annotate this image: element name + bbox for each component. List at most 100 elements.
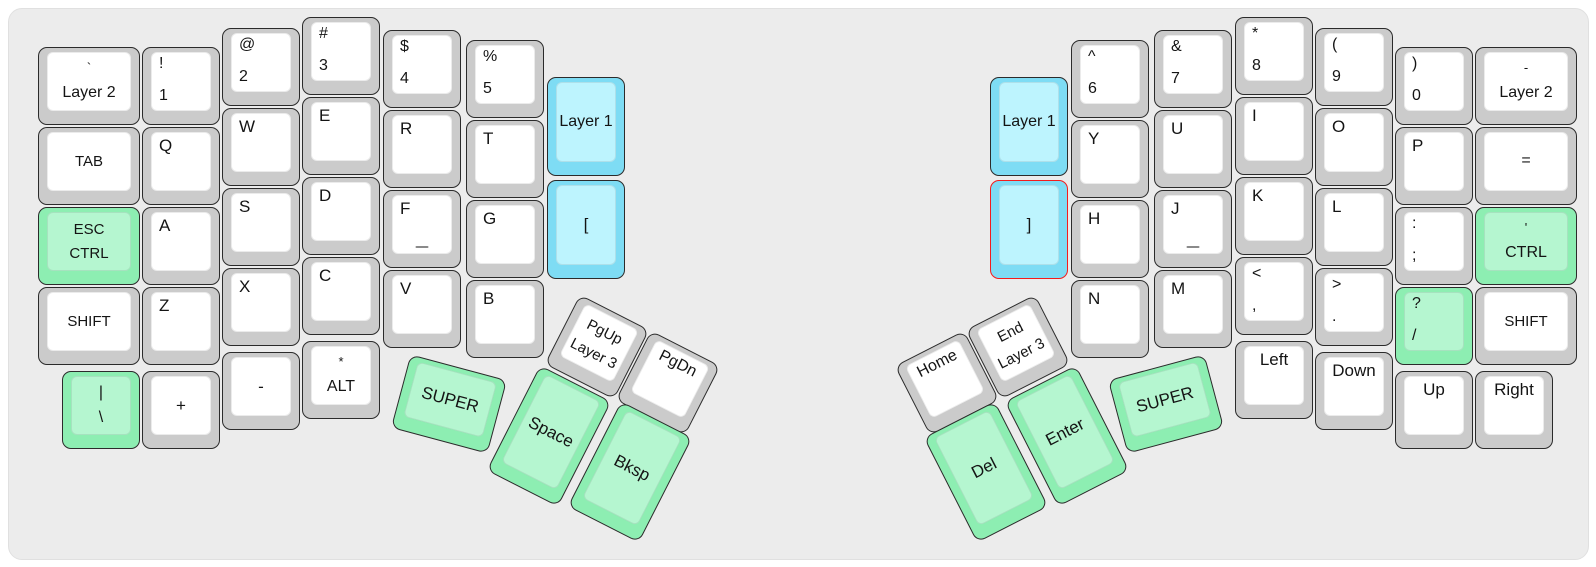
key-e[interactable]: E (302, 97, 380, 175)
key-quote-ctrl[interactable]: 'CTRL (1475, 207, 1577, 285)
key-t[interactable]: T (466, 120, 544, 198)
key-d[interactable]: D (302, 177, 380, 255)
key-hash-3[interactable]: #3 (302, 17, 380, 95)
key-g[interactable]: G (466, 200, 544, 278)
keycap-face: TAB (47, 132, 131, 191)
keycap-face: Left (1244, 346, 1304, 405)
key-m[interactable]: M (1154, 270, 1232, 348)
key-y[interactable]: Y (1071, 120, 1149, 198)
key-label: ` (86, 59, 92, 75)
key-label: # (319, 25, 328, 42)
key-label: Right (1494, 380, 1534, 399)
key-label: J (1171, 199, 1180, 218)
key-greater-period[interactable]: >. (1315, 268, 1393, 346)
key-asterisk-8[interactable]: *8 (1235, 17, 1313, 95)
key-percent-5[interactable]: %5 (466, 40, 544, 118)
key-s[interactable]: S (222, 188, 300, 266)
key-label: G (483, 209, 497, 228)
key-layer2-right[interactable]: -Layer 2 (1475, 47, 1577, 125)
key-z[interactable]: Z (142, 287, 220, 365)
key-question-slash[interactable]: ?/ (1395, 287, 1473, 365)
key-layer1-left[interactable]: Layer 1 (547, 77, 625, 176)
key-label: A (159, 216, 171, 235)
key-b[interactable]: B (466, 280, 544, 358)
key-q[interactable]: Q (142, 127, 220, 205)
keycap-face: SUPER (1117, 361, 1212, 438)
key-label: ) (1412, 55, 1418, 72)
key-label: / (1412, 326, 1417, 344)
key-label: ALT (326, 377, 356, 395)
key-plus[interactable]: + (142, 371, 220, 449)
keycap-face: J (1163, 195, 1223, 254)
key-shift-right[interactable]: SHIFT (1475, 287, 1577, 365)
key-h[interactable]: H (1071, 200, 1149, 278)
key-u[interactable]: U (1154, 110, 1232, 188)
key-label: Left (1259, 350, 1289, 369)
key-arrow-left[interactable]: Left (1235, 341, 1313, 419)
key-right-bracket[interactable]: ] (990, 180, 1068, 279)
keycap-face: PgDn (629, 339, 711, 419)
key-label: & (1171, 38, 1182, 55)
key-x[interactable]: X (222, 268, 300, 346)
key-label: @ (239, 36, 256, 53)
key-j[interactable]: J (1154, 190, 1232, 268)
keycap-face: SHIFT (47, 292, 131, 351)
key-c[interactable]: C (302, 257, 380, 335)
key-amp-7[interactable]: &7 (1154, 30, 1232, 108)
key-i[interactable]: I (1235, 97, 1313, 175)
key-minus[interactable]: - (222, 352, 300, 430)
keycap-face: Layer 1 (999, 82, 1059, 162)
key-tab[interactable]: TAB (38, 127, 140, 205)
keycap-face: Q (151, 132, 211, 191)
key-v[interactable]: V (383, 270, 461, 348)
key-f[interactable]: F (383, 190, 461, 268)
keycap-face: [ (556, 185, 616, 265)
key-label: 4 (400, 69, 409, 87)
key-caret-6[interactable]: ^6 (1071, 40, 1149, 118)
keycap-face: *ALT (311, 346, 371, 405)
key-left-bracket[interactable]: [ (547, 180, 625, 279)
keycap-face: T (475, 125, 535, 184)
key-paren-9[interactable]: (9 (1315, 28, 1393, 106)
key-paren-0[interactable]: )0 (1395, 47, 1473, 125)
key-l[interactable]: L (1315, 188, 1393, 266)
key-dollar-4[interactable]: $4 (383, 30, 461, 108)
keycap-face: &7 (1163, 35, 1223, 94)
keycap-face: >. (1324, 273, 1384, 332)
keycap-face: ] (999, 185, 1059, 265)
key-label: Layer 2 (1499, 83, 1553, 101)
key-shift-left[interactable]: SHIFT (38, 287, 140, 365)
key-asterisk-alt[interactable]: *ALT (302, 341, 380, 419)
key-label: 5 (483, 79, 492, 97)
keycap-face: ^6 (1080, 45, 1140, 104)
key-a[interactable]: A (142, 207, 220, 285)
key-label: T (483, 129, 494, 148)
key-equals[interactable]: = (1475, 127, 1577, 205)
key-at-2[interactable]: @2 (222, 28, 300, 106)
key-o[interactable]: O (1315, 108, 1393, 186)
key-arrow-right[interactable]: Right (1475, 371, 1553, 449)
key-super-right[interactable]: SUPER (1107, 354, 1225, 454)
key-exclam-1[interactable]: !1 (142, 47, 220, 125)
key-less-comma[interactable]: <, (1235, 257, 1313, 335)
key-label: , (1252, 296, 1257, 314)
key-label: CTRL (1505, 243, 1547, 261)
key-w[interactable]: W (222, 108, 300, 186)
key-colon-semicolon[interactable]: :; (1395, 207, 1473, 285)
key-n[interactable]: N (1071, 280, 1149, 358)
key-pipe-backslash[interactable]: |\ (62, 371, 140, 449)
key-arrow-up[interactable]: Up (1395, 371, 1473, 449)
key-layer2-left[interactable]: ` Layer 2 (38, 47, 140, 125)
key-label: $ (400, 38, 409, 55)
key-layer1-right[interactable]: Layer 1 (990, 77, 1068, 176)
key-r[interactable]: R (383, 110, 461, 188)
key-label: Layer 2 (62, 83, 116, 101)
key-k[interactable]: K (1235, 177, 1313, 255)
key-p[interactable]: P (1395, 127, 1473, 205)
key-arrow-down[interactable]: Down (1315, 352, 1393, 430)
key-super-left[interactable]: SUPER (390, 354, 508, 454)
keycap-face: |\ (71, 376, 131, 435)
key-label: D (319, 186, 332, 205)
keycap-face: Home (904, 339, 986, 419)
